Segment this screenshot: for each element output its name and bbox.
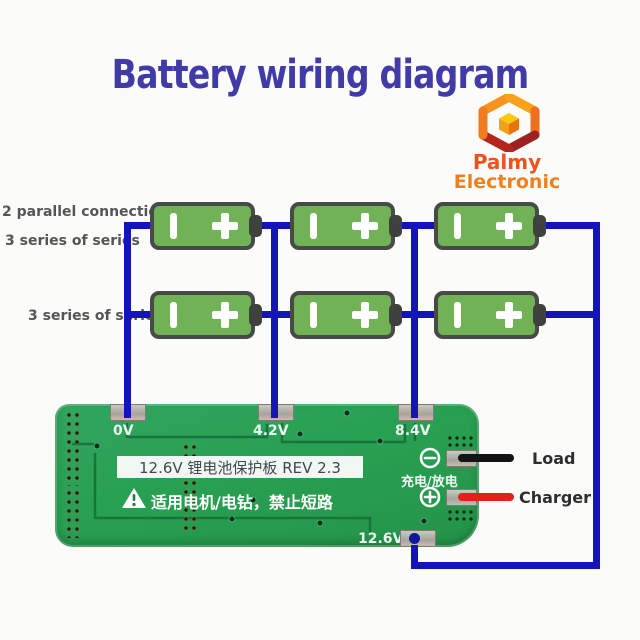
wire-8-4v-drop xyxy=(411,222,418,418)
battery-cell xyxy=(434,291,546,339)
page-title: Battery wiring diagram xyxy=(111,52,530,98)
board-title-banner: 12.6V 锂电池保护板 REV 2.3 xyxy=(117,456,363,478)
pcb-holes-left-lower xyxy=(66,490,82,538)
wire-bottom-return xyxy=(411,562,600,569)
board-warning-text: 适用电机/电钻，禁止短路 xyxy=(151,493,333,512)
positive-nub xyxy=(533,215,546,237)
battery-cell xyxy=(290,202,402,250)
brand-name-line2: Electronic xyxy=(453,171,561,193)
positive-nub xyxy=(533,304,546,326)
plus-terminal-icon xyxy=(352,213,378,239)
minus-terminal-icon xyxy=(170,213,177,239)
load-wire xyxy=(458,454,514,462)
solder-joint-12-6v xyxy=(409,533,420,544)
wire-4-2v-drop xyxy=(271,222,278,418)
wire-12-6v-stub xyxy=(411,545,418,565)
wire-0v-drop xyxy=(124,222,131,418)
circled-plus-icon xyxy=(419,486,441,508)
charge-discharge-label: 充电/放电 xyxy=(401,475,458,490)
label-series-top: 3 series of series xyxy=(5,233,140,249)
minus-terminal-icon xyxy=(310,213,317,239)
plus-terminal-icon xyxy=(212,302,238,328)
circled-minus-icon xyxy=(419,447,441,469)
minus-terminal-icon xyxy=(310,302,317,328)
battery-cell xyxy=(150,291,262,339)
battery-cell xyxy=(434,202,546,250)
label-charger: Charger xyxy=(519,488,592,507)
pad-label-8-4v: 8.4V xyxy=(395,423,431,439)
pcb-holes-load-port xyxy=(447,435,474,448)
positive-nub xyxy=(389,215,402,237)
board-title-text: 12.6V 锂电池保护板 REV 2.3 xyxy=(139,458,341,477)
brand-name-line1: Palmy xyxy=(472,150,542,174)
wire-positive-right xyxy=(593,222,600,569)
positive-nub xyxy=(249,304,262,326)
positive-nub xyxy=(249,215,262,237)
bms-protection-board: 0V 4.2V 8.4V 12.6V 锂电池保护板 REV 2.3 适用电机/电… xyxy=(55,404,514,547)
pcb-traces xyxy=(71,409,428,533)
plus-terminal-icon xyxy=(496,302,522,328)
plus-terminal-icon xyxy=(496,213,522,239)
plus-terminal-icon xyxy=(352,302,378,328)
charger-wire xyxy=(458,493,514,501)
warning-triangle-icon xyxy=(122,488,146,508)
output-pad-label: 12.6V xyxy=(358,531,404,547)
battery-cell xyxy=(150,202,262,250)
battery-cell xyxy=(290,291,402,339)
pcb-holes-charger-port xyxy=(447,509,474,522)
minus-terminal-icon xyxy=(454,302,461,328)
minus-terminal-icon xyxy=(170,302,177,328)
label-parallel-connections: 2 parallel connections xyxy=(2,204,177,220)
plus-terminal-icon xyxy=(212,213,238,239)
pad-label-4-2v: 4.2V xyxy=(253,423,289,439)
minus-terminal-icon xyxy=(454,213,461,239)
pad-label-0v: 0V xyxy=(113,423,134,439)
positive-nub xyxy=(389,304,402,326)
pcb-holes-left-upper xyxy=(66,412,82,486)
label-load: Load xyxy=(532,449,576,468)
palmy-logo-hexagon-cube-icon xyxy=(478,94,540,152)
